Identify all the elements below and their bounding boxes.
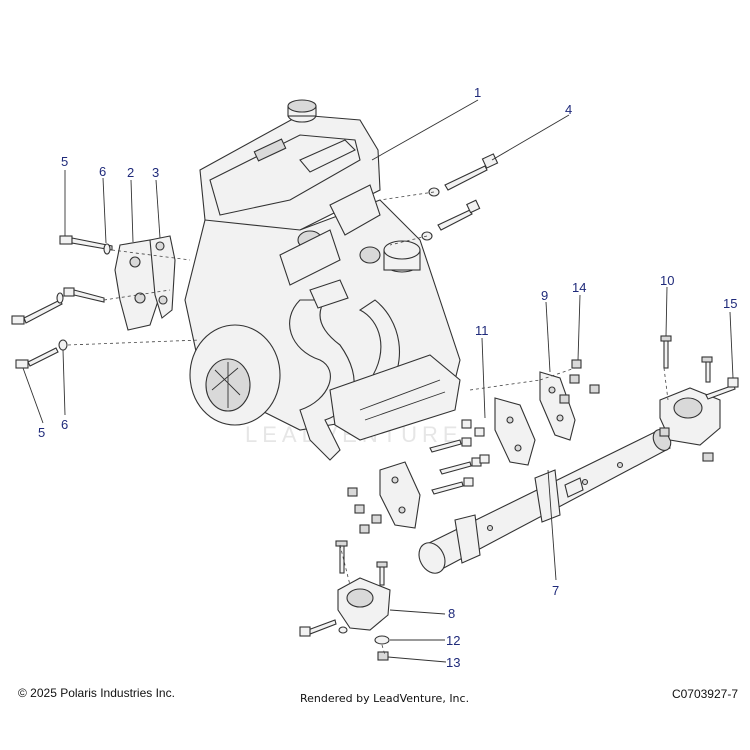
callout-12[interactable]: 12 <box>446 633 460 648</box>
callout-8[interactable]: 8 <box>448 606 455 621</box>
callout-5-upper[interactable]: 5 <box>61 154 68 169</box>
rendered-by-credit: Rendered by LeadVenture, Inc. <box>300 692 470 705</box>
bolt-upper-right-2[interactable] <box>421 199 481 241</box>
washer-middle-left[interactable] <box>56 292 64 304</box>
washer-upper-left[interactable] <box>103 243 111 255</box>
callout-5-lower[interactable]: 5 <box>38 425 45 440</box>
isolator-mount-lower[interactable] <box>299 540 391 637</box>
bolt-upper-right[interactable] <box>428 153 499 197</box>
mount-plate-middle[interactable] <box>494 397 536 466</box>
bolts-middle-cluster[interactable] <box>429 419 490 495</box>
callout-3[interactable]: 3 <box>152 165 159 180</box>
mount-shaft[interactable] <box>414 427 674 578</box>
callout-9[interactable]: 9 <box>541 288 548 303</box>
washer-12[interactable] <box>374 635 390 645</box>
callout-13[interactable]: 13 <box>446 655 460 670</box>
callout-15[interactable]: 15 <box>723 296 737 311</box>
engine-mount-bracket[interactable] <box>114 239 163 331</box>
engine-mount-link[interactable] <box>149 235 176 319</box>
nut-13[interactable] <box>377 651 389 661</box>
callouts: 1 2 3 4 5 5 6 6 7 8 9 10 11 12 13 14 15 <box>38 85 737 670</box>
callout-1[interactable]: 1 <box>474 85 481 100</box>
leader-lines <box>22 99 734 663</box>
callout-4[interactable]: 4 <box>565 102 572 117</box>
washer-lower-left[interactable] <box>58 339 68 351</box>
diagram-code: C0703927-7 <box>671 687 738 701</box>
bolt-lower-left[interactable] <box>15 347 59 369</box>
engine-assembly[interactable] <box>184 99 461 461</box>
mount-plate-lower[interactable] <box>379 461 421 529</box>
nut-upper-right[interactable] <box>559 359 600 404</box>
callout-14[interactable]: 14 <box>572 280 586 295</box>
callout-10[interactable]: 10 <box>660 273 674 288</box>
copyright-notice: © 2025 Polaris Industries Inc. <box>18 686 175 700</box>
assembly-lines <box>67 191 669 656</box>
callout-6-lower[interactable]: 6 <box>61 417 68 432</box>
callout-2[interactable]: 2 <box>127 165 134 180</box>
callout-7[interactable]: 7 <box>552 583 559 598</box>
bolt-middle-left[interactable] <box>11 299 63 325</box>
mount-plate-right[interactable] <box>539 371 576 441</box>
nuts-lower-left-cluster[interactable] <box>347 487 382 534</box>
isolator-mount-upper[interactable] <box>659 335 739 462</box>
callout-6-upper[interactable]: 6 <box>99 164 106 179</box>
bolt-middle-left-2[interactable] <box>63 287 105 303</box>
callout-11[interactable]: 11 <box>475 323 489 338</box>
